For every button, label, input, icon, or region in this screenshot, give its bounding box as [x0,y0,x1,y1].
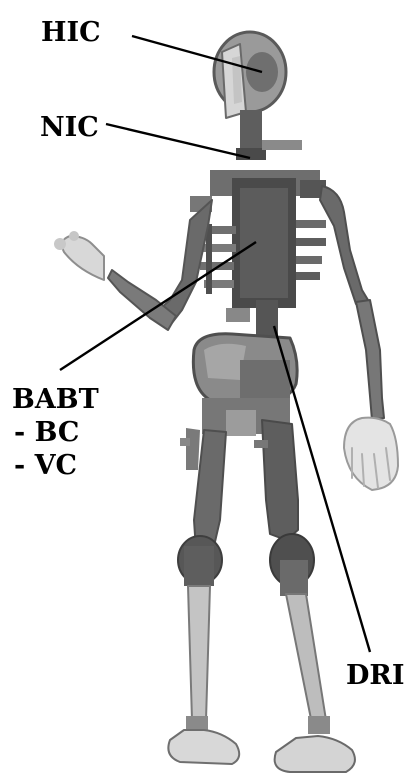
hic-label: HIC [41,19,101,46]
vc-label: - VC [12,450,99,483]
babt-label: BABT [12,384,99,417]
left-leg [168,428,239,764]
dri-label: DRI [346,662,404,689]
nic-leader-line [106,124,250,158]
nic-label: NIC [40,114,99,141]
babt-label-group: BABT - BC - VC [12,384,99,483]
neck [236,110,302,160]
bc-label: - BC [12,417,99,450]
head [214,32,286,118]
right-arm [320,186,398,490]
left-arm [54,200,212,330]
right-leg [254,420,355,772]
